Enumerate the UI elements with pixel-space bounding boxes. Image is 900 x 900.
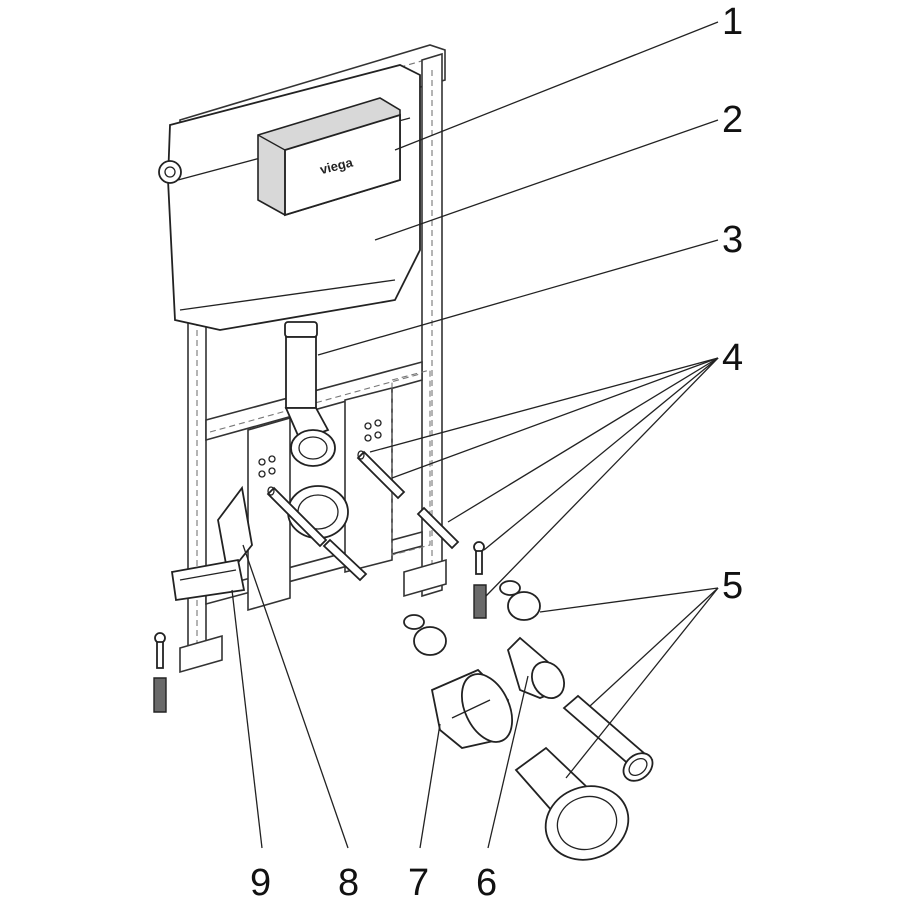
leader-4a bbox=[369, 357, 719, 453]
leader-4d bbox=[483, 357, 719, 551]
wall-dowel-left bbox=[153, 677, 167, 713]
cap-nut-right bbox=[499, 580, 541, 621]
leader-1 bbox=[394, 21, 719, 151]
callout-3: 3 bbox=[722, 219, 743, 261]
installation-frame bbox=[179, 44, 447, 674]
leader-5c bbox=[565, 587, 719, 779]
leader-5b bbox=[589, 587, 719, 707]
leader-8 bbox=[242, 544, 349, 849]
flush-pipe bbox=[284, 321, 336, 467]
leader-6 bbox=[487, 675, 529, 849]
actuator-inspection-box: viega bbox=[257, 97, 401, 217]
callout-1: 1 bbox=[722, 1, 743, 43]
leader-lines bbox=[231, 21, 719, 849]
callout-4: 4 bbox=[722, 337, 743, 379]
leader-3 bbox=[317, 239, 719, 356]
leader-5a bbox=[539, 587, 719, 613]
leader-4b bbox=[391, 357, 719, 479]
callout-5: 5 bbox=[722, 565, 743, 607]
cap-nut-center bbox=[403, 614, 447, 656]
flush-pipe-connector bbox=[562, 694, 654, 782]
callout-6: 6 bbox=[476, 862, 497, 900]
leader-9 bbox=[231, 589, 263, 849]
callout-8: 8 bbox=[338, 862, 359, 900]
connection-sleeve bbox=[506, 636, 565, 699]
callout-2: 2 bbox=[722, 99, 743, 141]
support-bracket bbox=[217, 485, 253, 578]
leader-4e bbox=[485, 357, 719, 597]
leader-7 bbox=[419, 723, 441, 849]
base-wedge bbox=[170, 558, 246, 602]
leader-4c bbox=[447, 357, 719, 523]
threaded-rods-mounted bbox=[266, 450, 460, 582]
drain-elbow bbox=[514, 746, 630, 861]
drain-sleeve bbox=[430, 668, 513, 749]
callout-7: 7 bbox=[408, 862, 429, 900]
callout-9: 9 bbox=[250, 862, 271, 900]
wall-dowel-right bbox=[473, 584, 487, 619]
callout-numbers: 1 2 3 4 5 6 7 8 9 bbox=[250, 1, 743, 900]
wall-screw-right bbox=[473, 541, 485, 575]
wall-screw-left bbox=[154, 632, 166, 669]
leader-2 bbox=[374, 119, 719, 241]
